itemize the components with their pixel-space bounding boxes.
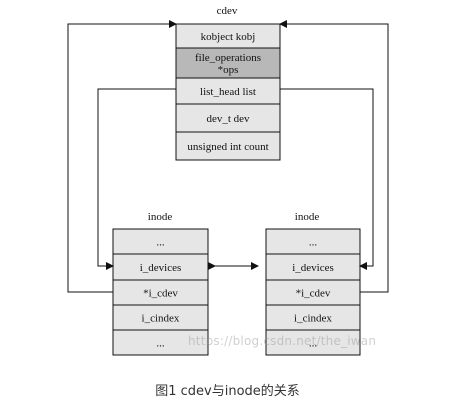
cdev-field-label-4: unsigned int count xyxy=(187,141,268,153)
cdev-field-label-3: dev_t dev xyxy=(206,113,250,125)
inode-left-field-label-1: i_devices xyxy=(140,262,182,274)
figure-caption: 图1 cdev与inode的关系 xyxy=(155,384,300,399)
inode-right-field-box-3 xyxy=(265,304,361,331)
inode-right-field-box-4 xyxy=(265,329,361,356)
cdev-field-box-0 xyxy=(175,23,281,49)
inode-left-field-box-0 xyxy=(112,228,209,255)
inode-left-field-label-3: i_cindex xyxy=(142,313,180,325)
inode-right-title: inode xyxy=(295,211,320,223)
inode-right-field-label-0: ... xyxy=(309,237,318,249)
cdev-field-label-0: kobject kobj xyxy=(201,31,256,43)
cdev-struct: cdev kobject kobj file_operations*opslist… xyxy=(175,5,281,161)
inode-right-field-label-3: i_cindex xyxy=(294,313,332,325)
cdev-field-box-2 xyxy=(175,77,281,105)
list-to-right-idevices-arrow xyxy=(280,88,374,270)
cdev-field-box-4 xyxy=(175,131,281,161)
cdev-title: cdev xyxy=(217,5,238,17)
cdev-field-label-2: list_head list xyxy=(200,86,256,98)
inode-right-field-label-1: i_devices xyxy=(292,262,334,274)
inode-left-field-label-2: *i_cdev xyxy=(143,288,178,300)
inode-left-field-label-0: ... xyxy=(156,237,165,249)
left-icdev-to-cdev-arrow xyxy=(67,20,177,293)
list-to-left-idevices-arrow xyxy=(97,88,176,270)
inode-left-field-label-4: ... xyxy=(156,338,165,350)
watermark: https://blog.csdn.net/the_iwan xyxy=(188,334,377,348)
inode-left-title: inode xyxy=(148,211,173,223)
inode-left-field-box-4 xyxy=(112,329,209,356)
inode-right-struct: inode ... i_devices *i_cdev i_cindex... xyxy=(265,211,361,356)
cdev-field-label-1: file_operations*ops xyxy=(195,52,261,76)
connectors xyxy=(67,20,389,293)
right-icdev-to-cdev-arrow xyxy=(279,20,389,293)
inode-left-field-box-2 xyxy=(112,279,209,306)
inode-right-field-label-2: *i_cdev xyxy=(296,288,331,300)
inode-left-struct: inode ... i_devices *i_cdev i_cindex... xyxy=(112,211,209,356)
inode-right-field-label-4: ... xyxy=(309,338,318,350)
cdev-field-box-3 xyxy=(175,103,281,133)
cdev-field-box-1 xyxy=(175,47,281,79)
inode-left-field-box-3 xyxy=(112,304,209,331)
inode-right-field-box-1 xyxy=(265,253,361,281)
inode-right-field-box-2 xyxy=(265,279,361,306)
